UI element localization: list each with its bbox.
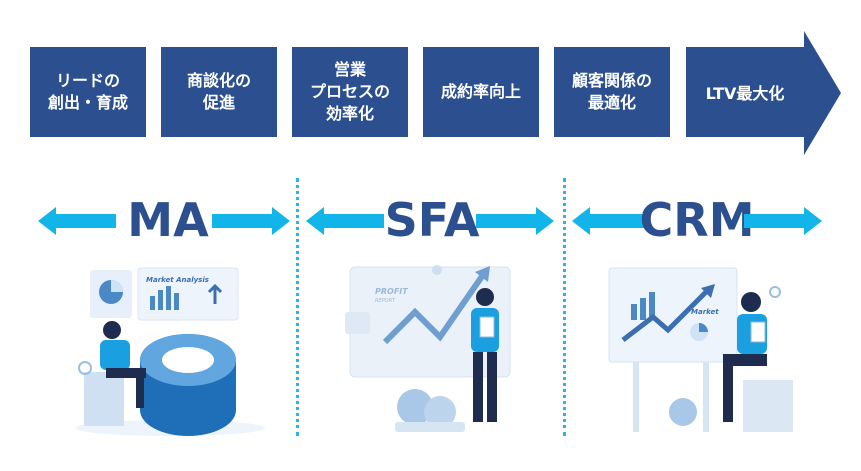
crm-illustration: Market bbox=[608, 267, 793, 432]
stage-deal-promotion: 商談化の 促進 bbox=[161, 47, 277, 137]
ma-illustration: Market Analysis bbox=[75, 267, 265, 436]
sfa-illustration: PROFIT REPORT bbox=[345, 265, 511, 432]
ma-board-title: Market Analysis bbox=[146, 276, 209, 284]
stage-ltv-arrow-shape bbox=[686, 31, 841, 155]
crm-left-arrow-icon bbox=[572, 207, 650, 235]
sfa-board-title: PROFIT bbox=[375, 287, 408, 296]
stage-label: 営業 プロセスの 効率化 bbox=[309, 60, 390, 123]
crm-right-arrow-icon bbox=[744, 207, 822, 235]
stage-lead-generation: リードの 創出・育成 bbox=[30, 47, 146, 137]
category-sfa: SFA bbox=[384, 193, 480, 247]
stage-customer-relationship: 顧客関係の 最適化 bbox=[554, 47, 670, 137]
stage-ltv-maximization: LTV最大化 bbox=[686, 47, 804, 137]
ma-left-arrow-icon bbox=[38, 207, 116, 235]
category-crm: CRM bbox=[639, 193, 755, 247]
divider-ma-sfa bbox=[296, 178, 299, 436]
stage-label: リードの 創出・育成 bbox=[47, 71, 128, 112]
stage-label: 成約率向上 bbox=[440, 82, 521, 101]
category-ma: MA bbox=[127, 193, 209, 247]
ma-right-arrow-icon bbox=[212, 207, 290, 235]
stage-close-rate: 成約率向上 bbox=[423, 47, 539, 137]
stage-label: 顧客関係の 最適化 bbox=[571, 71, 652, 112]
divider-sfa-crm bbox=[563, 178, 566, 436]
stage-label: 商談化の 促進 bbox=[186, 71, 251, 112]
stage-label: LTV最大化 bbox=[705, 84, 785, 103]
crm-board-title: Market bbox=[691, 308, 719, 316]
sfa-left-arrow-icon bbox=[306, 207, 384, 235]
sfa-right-arrow-icon bbox=[476, 207, 554, 235]
sfa-board-subtitle: REPORT bbox=[375, 298, 396, 304]
stage-process-efficiency: 営業 プロセスの 効率化 bbox=[292, 47, 408, 137]
